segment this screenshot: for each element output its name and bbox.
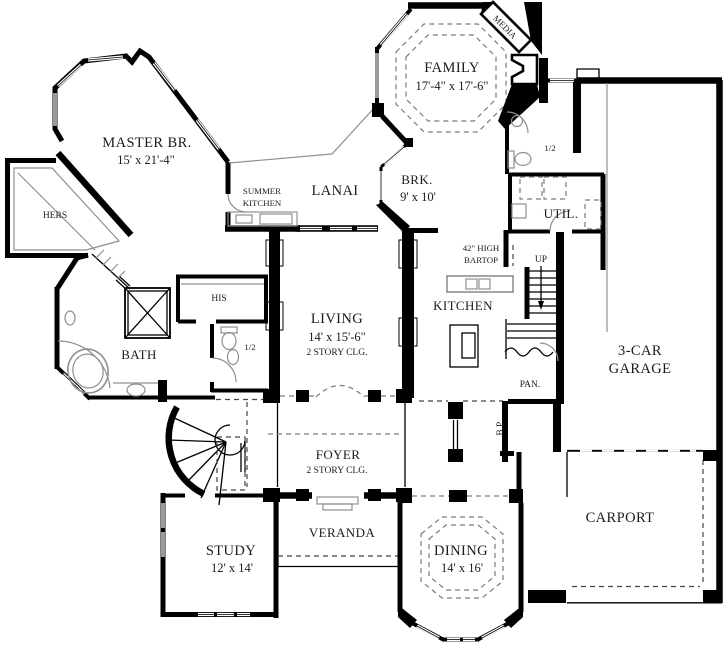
- room-his-closet: HIS: [176, 274, 268, 324]
- butlers-pantry: B.P.: [448, 401, 508, 462]
- stairs-up: UP: [504, 232, 564, 404]
- room-label-garage-1: 3-CAR: [618, 343, 662, 359]
- room-label-bath: BATH: [121, 347, 157, 362]
- room-label-bp: B.P.: [496, 420, 506, 435]
- room-dims-study: 12' x 14': [211, 561, 253, 575]
- room-label-family: FAMILY: [424, 60, 480, 76]
- room-label-study: STUDY: [206, 543, 256, 559]
- room-label-hers: HERS: [43, 211, 67, 221]
- media-niche: MEDIA: [479, 0, 542, 55]
- room-note-living: 2 STORY CLG.: [307, 348, 368, 358]
- room-dining: DINING 14' x 16': [397, 489, 524, 642]
- room-label-brk: BRK.: [401, 172, 433, 187]
- room-label-half-lower: 1/2: [244, 342, 255, 352]
- room-label-summer-kitchen-2: KITCHEN: [243, 198, 282, 208]
- room-study: STUDY 12' x 14': [160, 493, 279, 618]
- room-utility: UTIL.: [508, 172, 606, 270]
- room-half-bath-lower: 1/2: [210, 324, 268, 393]
- room-master-bedroom: MASTER BR. 15' x 21'-4": [52, 47, 230, 238]
- room-lanai: SUMMER KITCHEN LANAI: [225, 106, 376, 230]
- room-label-dining: DINING: [434, 543, 488, 559]
- room-label-master: MASTER BR.: [102, 135, 191, 151]
- entertainment-niche: [510, 53, 539, 86]
- room-dims-master: 15' x 21'-4": [117, 153, 175, 167]
- room-foyer: FOYER 2 STORY CLG.: [263, 384, 412, 511]
- room-hers-closet: HERS: [5, 158, 121, 258]
- label-bartop-2: BARTOP: [464, 255, 498, 265]
- washer: [519, 176, 543, 200]
- room-label-his: HIS: [211, 294, 226, 304]
- room-label-foyer: FOYER: [316, 447, 361, 462]
- room-dims-brk: 9' x 10': [400, 190, 436, 204]
- room-label-summer-kitchen-1: SUMMER: [243, 186, 281, 196]
- bartop-counter: [446, 275, 514, 293]
- room-living: LIVING 14' x 15'-6" 2 STORY CLG.: [225, 202, 418, 398]
- label-bartop-1: 42" HIGH: [463, 243, 500, 253]
- room-half-bath-upper: 1/2: [505, 82, 581, 174]
- room-label-garage-2: GARAGE: [609, 361, 672, 377]
- sink: [510, 114, 524, 128]
- room-pantry: PAN.: [508, 342, 562, 404]
- wardrobe-hatch: [91, 249, 131, 290]
- entry-steps: [316, 496, 359, 505]
- carport: CARPORT: [528, 450, 722, 604]
- room-dims-living: 14' x 15'-6": [308, 330, 366, 344]
- garden-tub: [57, 340, 111, 394]
- bath-vanity-sink: [126, 383, 146, 397]
- room-label-living: LIVING: [311, 311, 363, 327]
- room-label-utility: UTIL.: [544, 206, 579, 221]
- toilet: [514, 151, 532, 167]
- summer-kitchen-counter: [227, 211, 298, 227]
- room-label-veranda: VERANDA: [309, 525, 376, 540]
- room-label-lanai: LANAI: [311, 183, 358, 199]
- door-swing: [211, 357, 237, 383]
- living-windows: [265, 239, 418, 347]
- room-label-half-upper: 1/2: [544, 143, 555, 153]
- toilet: [221, 331, 237, 351]
- room-label-kitchen: KITCHEN: [433, 298, 493, 313]
- arch-dashed: [315, 384, 365, 398]
- spiral-stair: [165, 398, 263, 506]
- room-kitchen: 42" HIGH BARTOP KITCHEN: [419, 230, 514, 419]
- room-label-pantry: PAN.: [520, 380, 541, 390]
- room-dims-family: 17'-4" x 17'-6": [415, 79, 488, 93]
- room-label-carport: CARPORT: [586, 510, 655, 526]
- room-note-foyer: 2 STORY CLG.: [307, 466, 368, 476]
- room-family: MEDIA FAMILY 17'-4" x 17'-6": [372, 0, 578, 147]
- room-breakfast: BRK. 9' x 10': [379, 142, 438, 233]
- bath-sink-left: [64, 310, 76, 326]
- dryer: [543, 176, 567, 200]
- master-windows: [53, 55, 221, 150]
- kitchen-island: [449, 324, 479, 368]
- shower: [115, 275, 171, 339]
- sink: [226, 348, 240, 366]
- room-dims-dining: 14' x 16': [441, 561, 483, 575]
- room-bath: BATH: [54, 249, 215, 402]
- toilet-tank: [507, 150, 515, 169]
- label-stairs-up: UP: [535, 255, 547, 265]
- room-garage: 3-CAR GARAGE: [500, 68, 723, 603]
